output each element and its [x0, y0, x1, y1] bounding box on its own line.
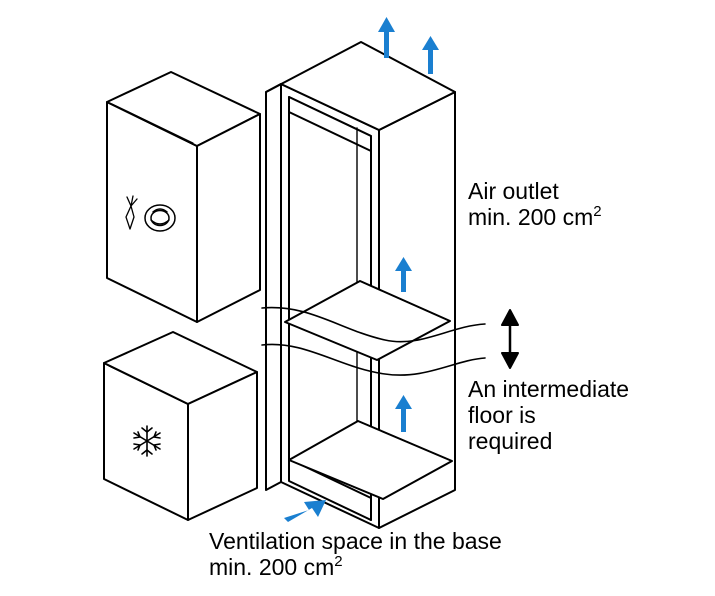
airflow-arrow-icon	[395, 257, 412, 292]
air-outlet-arrow-icon	[378, 17, 395, 58]
floor-line1: An intermediate	[468, 376, 630, 402]
air-outlet-unit-exponent: 2	[593, 203, 602, 220]
air-outlet-line1: Air outlet	[468, 178, 559, 204]
floor-line3: required	[468, 428, 553, 454]
airflow-arrow-icon	[395, 395, 412, 432]
break-lines	[261, 306, 486, 376]
vent-line2: min. 200 cm2	[209, 554, 502, 580]
freezer-door	[103, 331, 258, 521]
air-outlet-value: min. 200 cm	[468, 204, 594, 230]
vent-unit-exponent: 2	[334, 553, 343, 570]
ventilation-inlet-arrow-icon	[284, 500, 326, 522]
vent-line1: Ventilation space in the base	[209, 528, 502, 554]
intermediate-floor-label: An intermediate floor is required	[468, 376, 629, 454]
air-outlet-line2: min. 200 cm2	[468, 204, 602, 230]
bottom-floor	[288, 420, 453, 500]
fridge-door	[106, 71, 261, 323]
vent-value: min. 200 cm	[209, 554, 335, 580]
ventilation-label: Ventilation space in the base min. 200 c…	[209, 528, 502, 580]
vegetable-icon	[125, 195, 176, 232]
snowflake-icon	[133, 425, 161, 457]
air-outlet-arrow-icon	[422, 36, 439, 74]
floor-line2: floor is	[468, 402, 536, 428]
double-arrow-icon	[501, 309, 519, 369]
intermediate-floor	[284, 280, 451, 361]
air-outlet-label: Air outlet min. 200 cm2	[468, 178, 602, 230]
